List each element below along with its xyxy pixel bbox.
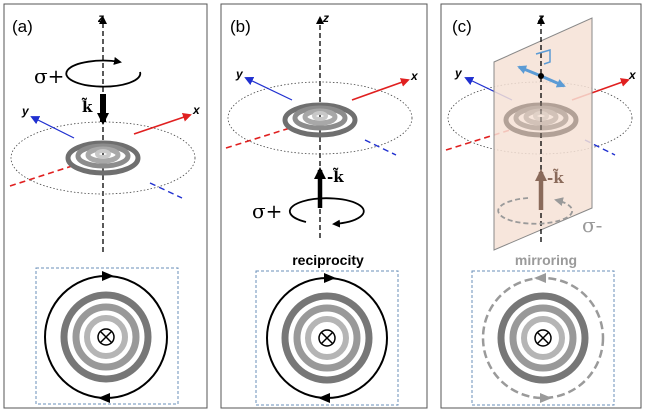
panel-b-label: (b)	[230, 17, 251, 36]
panel-c-mirror-center-point	[538, 73, 544, 79]
panel-c-inset-arrow-bottom	[540, 393, 552, 403]
panel-b-inset-cross-b	[320, 331, 334, 345]
panel-c-polarization-circle	[497, 197, 574, 225]
panel-a-inset-spiral	[60, 291, 152, 383]
panel-c-x-label: x	[628, 68, 637, 82]
panel-a-polarization-circle	[65, 57, 142, 88]
panel-b-inset-arrow-top	[324, 273, 336, 283]
panel-c-mirror-normal-arrow-right	[540, 74, 566, 88]
panel-c-mirror-normal-arrow-left	[517, 65, 542, 78]
panel-a-inset-arrow-top	[102, 271, 114, 281]
panel-c-polarization-label: σ-	[582, 213, 602, 237]
panel-c-caption: mirroring	[515, 252, 577, 268]
panel-a-inset-cross-b	[99, 330, 113, 344]
panel-b: (b) z x y -k̃ σ+ reciprocity	[220, 3, 428, 409]
panel-c-inset	[471, 270, 615, 406]
panel-b-reference-ellipse	[227, 81, 413, 155]
panel-a-wavevector-label: k̃	[81, 96, 93, 116]
panel-b-inset	[255, 270, 399, 406]
panel-c: (c) x y z -k̃ σ- mirroring	[440, 3, 642, 409]
panel-b-spiral-structure	[282, 102, 358, 138]
panel-a-polarization-label: σ+	[34, 64, 64, 88]
panel-b-y-axis	[244, 76, 293, 101]
panel-c-inset-arrow-top	[534, 273, 546, 283]
panel-c-wavevector-label: -k̃	[547, 167, 564, 187]
panel-c-inset-spiral	[497, 292, 589, 384]
panel-c-right-angle-icon	[535, 49, 551, 65]
panel-b-polarization-label: σ+	[252, 199, 282, 223]
panel-a-label: (a)	[12, 17, 33, 36]
panel-a-x-axis-back	[9, 165, 73, 187]
panel-a-x-label: x	[192, 103, 201, 117]
panel-a-y-axis-back	[149, 182, 183, 199]
panel-a-inset	[35, 267, 179, 405]
panel-b-z-label: z	[322, 11, 329, 25]
panel-c-label: (c)	[452, 17, 472, 36]
panel-b-polarization-circle	[288, 197, 365, 228]
panel-c-spiral-structure	[503, 102, 579, 138]
panel-a-y-axis	[30, 116, 75, 139]
panel-b-x-axis	[351, 78, 410, 101]
panel-a-x-axis	[133, 112, 192, 135]
panel-a-spiral-structure	[65, 140, 141, 176]
panel-c-inset-cross-b	[536, 331, 550, 345]
panel-b-y-axis-back	[364, 139, 397, 156]
panel-b-inset-spiral	[281, 292, 373, 384]
panel-b-wavevector-label: -k̃	[327, 166, 344, 186]
panel-a-inset-arrow-bottom	[98, 393, 110, 403]
panel-c-y-label: y	[454, 66, 463, 80]
panel-a: (a) z x y k̃ σ+	[3, 3, 208, 409]
panel-a-y-label: y	[21, 104, 30, 118]
panel-b-x-label: x	[410, 69, 419, 83]
panel-b-caption: reciprocity	[292, 252, 364, 268]
panel-b-inset-arrow-bottom	[318, 393, 330, 403]
panel-b-x-axis-back	[225, 127, 291, 149]
panel-b-y-label: y	[235, 67, 244, 81]
